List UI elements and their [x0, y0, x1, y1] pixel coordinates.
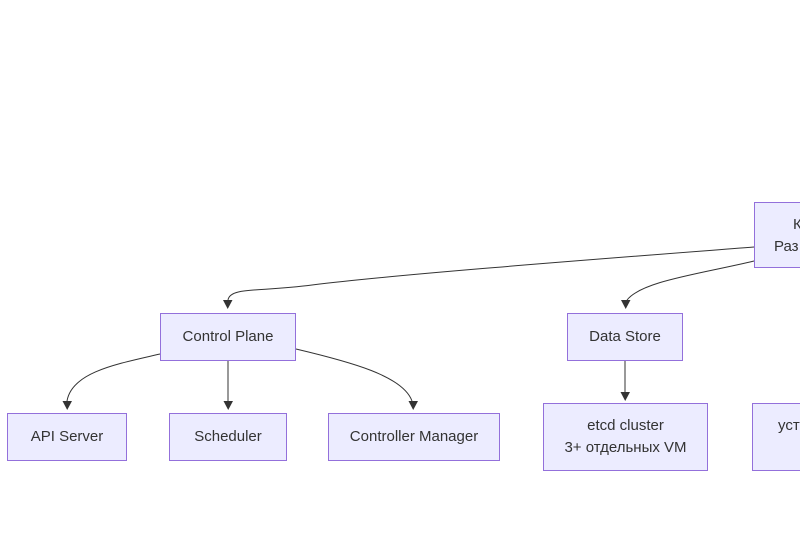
node-scheduler: Scheduler	[169, 413, 287, 461]
node-label: уста	[778, 417, 800, 434]
node-api-server: API Server	[7, 413, 127, 461]
node-label: Controller Manager	[349, 428, 479, 445]
node-kubernetes-partial: К Раз	[754, 202, 800, 268]
node-controller-manager: Controller Manager	[328, 413, 500, 461]
node-label: etcd cluster	[587, 417, 664, 434]
node-worker-partial: уста	[752, 403, 800, 471]
node-data-store: Data Store	[567, 313, 683, 361]
arrowhead-datastore	[621, 300, 631, 309]
arrowhead-controllermanager	[408, 401, 418, 410]
node-label: Data Store	[589, 328, 661, 345]
node-label: Раз	[774, 238, 799, 255]
node-etcd-cluster: etcd cluster 3+ отдельных VM	[543, 403, 708, 471]
arrowhead-etcd	[620, 392, 630, 401]
node-label: 3+ отдельных VM	[564, 439, 687, 456]
node-control-plane: Control Plane	[160, 313, 296, 361]
edge-controlplane-apiserver	[66, 353, 161, 402]
edge-controlplane-controllermanager	[295, 348, 413, 402]
arrowhead-apiserver	[62, 401, 72, 410]
node-label: API Server	[30, 428, 104, 445]
node-label: К	[793, 216, 800, 233]
node-label: Scheduler	[194, 428, 262, 445]
edge-topright-controlplane	[227, 246, 755, 301]
edge-topright-datastore	[626, 260, 755, 301]
arrowhead-scheduler	[223, 401, 233, 410]
arrowhead-controlplane	[223, 300, 233, 309]
node-label: Control Plane	[182, 328, 274, 345]
